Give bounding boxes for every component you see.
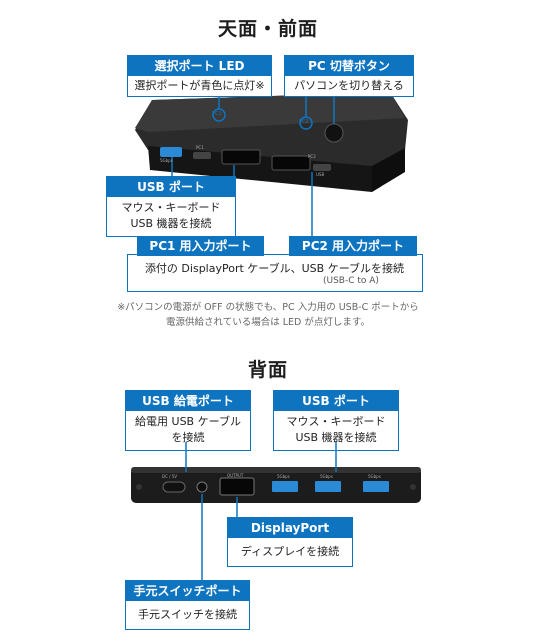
hand-switch-desc: 手元スイッチを接続 xyxy=(138,608,237,621)
usb-power-desc-2: を接続 xyxy=(171,431,205,444)
front-usb-callout: USB ポート マウス・キーボード USB 機器を接続 xyxy=(106,176,236,237)
front-usb-port xyxy=(160,147,182,157)
input-ports-sub: (USB-C to A) xyxy=(323,276,379,286)
pc-switch-title: PC 切替ボタン xyxy=(285,56,413,76)
pc-switch-callout: PC 切替ボタン パソコンを切り替える xyxy=(284,55,414,97)
pc2-displayport xyxy=(271,155,311,171)
back-usbc-power-port xyxy=(162,481,186,493)
pc2-port-label: PC2 xyxy=(308,154,316,159)
back-usb-label-2: 5Gbps xyxy=(320,474,333,479)
back-heading: 背面 xyxy=(247,359,288,381)
pc1-port-title: PC1 用入力ポート xyxy=(137,236,264,256)
back-usb-port-1 xyxy=(272,481,298,492)
usb-power-title: USB 給電ポート xyxy=(126,391,250,411)
front-note-1: ※パソコンの電源が OFF の状態でも、PC 入力用の USB-C ポートから xyxy=(117,302,419,313)
back-usb-port-2 xyxy=(315,481,341,492)
displayport-title: DisplayPort xyxy=(228,518,352,538)
front-usb-desc-1: マウス・キーボード xyxy=(121,201,221,214)
back-usb-port-3 xyxy=(363,481,389,492)
hand-switch-jack xyxy=(196,481,208,493)
back-usb-label-3: 5Gbps xyxy=(368,474,381,479)
pc-switch-desc: パソコンを切り替える xyxy=(294,79,404,92)
usbc-port-label: USB xyxy=(316,172,325,177)
dc-label: DC / 5V xyxy=(162,474,178,479)
back-usb-label-1: 5Gbps xyxy=(277,474,290,479)
pc1-port-label: PC1 xyxy=(196,145,204,150)
front-usb-desc-2: USB 機器を接続 xyxy=(130,217,212,230)
select-led-callout: 選択ポート LED 選択ポートが青色に点灯※ xyxy=(127,55,272,97)
input-ports-desc: 添付の DisplayPort ケーブル、USB ケーブルを接続 xyxy=(144,262,405,275)
front-device-illustration xyxy=(135,92,408,236)
displayport-callout: DisplayPort ディスプレイを接続 xyxy=(227,517,353,567)
front-usb-label: 5Gbps xyxy=(160,158,173,163)
back-displayport xyxy=(219,477,255,496)
back-usb-title: USB ポート xyxy=(274,391,398,411)
pc1-displayport xyxy=(221,149,261,165)
pc1-port-callout: PC1 用入力ポート xyxy=(137,236,264,256)
select-led-title: 選択ポート LED xyxy=(128,56,271,76)
usb-power-desc-1: 給電用 USB ケーブル xyxy=(135,415,241,428)
pc2-led-label: PC2 xyxy=(299,119,309,125)
hand-switch-title: 手元スイッチポート xyxy=(126,581,249,601)
pc2-port-title: PC2 用入力ポート xyxy=(289,236,417,256)
displayport-desc: ディスプレイを接続 xyxy=(240,545,340,558)
front-heading: 天面・前面 xyxy=(217,18,318,40)
back-usb-desc-1: マウス・キーボード xyxy=(286,415,386,428)
select-led-desc: 選択ポートが青色に点灯※ xyxy=(134,79,265,92)
pc2-usbc-port xyxy=(313,164,331,171)
pc2-port-callout: PC2 用入力ポート xyxy=(289,236,417,256)
hand-switch-callout: 手元スイッチポート 手元スイッチを接続 xyxy=(125,580,250,630)
output-label: OUTPUT xyxy=(227,473,244,478)
pc1-usbc-port xyxy=(193,152,211,159)
input-ports-box: 添付の DisplayPort ケーブル、USB ケーブルを接続 (USB-C … xyxy=(127,254,423,292)
usb-power-callout: USB 給電ポート 給電用 USB ケーブル を接続 xyxy=(125,390,251,451)
back-usb-callout: USB ポート マウス・キーボード USB 機器を接続 xyxy=(273,390,399,451)
pc1-led-label: PC1 xyxy=(212,111,222,117)
front-usb-title: USB ポート xyxy=(107,177,235,197)
front-note-2: 電源供給されている場合は LED が点灯します。 xyxy=(166,317,370,328)
back-usb-desc-2: USB 機器を接続 xyxy=(295,431,377,444)
